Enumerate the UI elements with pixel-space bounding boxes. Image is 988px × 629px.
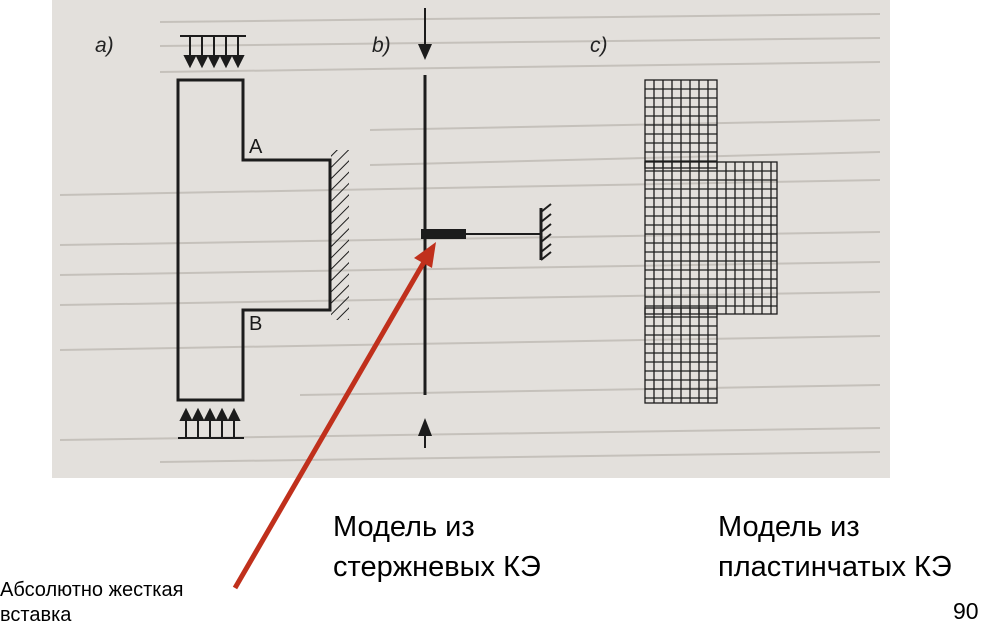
hatched-wall-support-icon xyxy=(331,150,349,320)
rigid-insert-annotation-line2: вставка xyxy=(0,604,72,626)
fixed-support-hatch xyxy=(540,203,552,261)
force-arrow-icon xyxy=(178,407,244,439)
rigid-insert-annotation: Абсолютно жесткая вставка xyxy=(0,578,183,628)
plate-model-caption-line1: Модель из xyxy=(718,511,860,543)
force-arrow-icon xyxy=(418,44,432,60)
panel-label-c: c) xyxy=(590,34,608,57)
point-label-a: A xyxy=(249,136,263,158)
rigid-insert-element xyxy=(421,229,466,239)
plate-model-caption-line2: пластинчатых КЭ xyxy=(718,551,952,583)
rod-model-caption: Модель из стержневых КЭ xyxy=(333,507,541,587)
body-outline xyxy=(176,78,332,402)
mesh-outline-middle xyxy=(644,161,778,315)
rod-model-caption-line1: Модель из xyxy=(333,511,475,543)
plate-mesh xyxy=(644,79,778,404)
rigid-insert-annotation-line1: Абсолютно жесткая xyxy=(0,579,184,601)
rigid-insert-pointer-arrow xyxy=(232,242,436,590)
force-arrow-icon xyxy=(418,418,432,436)
background-text-lines xyxy=(59,13,881,463)
panel-label-a: a) xyxy=(95,34,114,57)
plate-model-caption: Модель из пластинчатых КЭ xyxy=(718,507,952,587)
point-label-b: B xyxy=(249,313,263,335)
rod-model-caption-line2: стержневых КЭ xyxy=(333,551,541,583)
panel-label-b: b) xyxy=(372,34,391,57)
panel-b-drawing xyxy=(418,8,552,448)
force-arrow-icon xyxy=(180,35,246,69)
page-number: 90 xyxy=(953,598,979,624)
panel-a-drawing xyxy=(176,35,349,439)
